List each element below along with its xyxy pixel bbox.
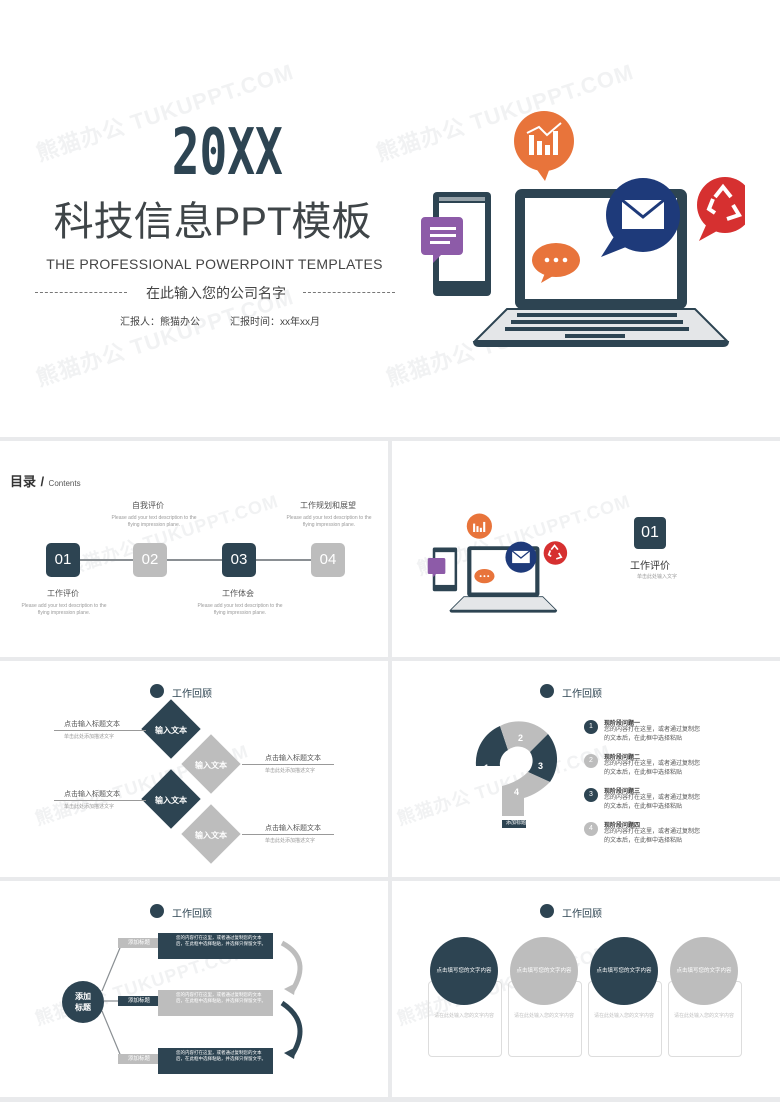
q-line-4b: 的文本后，在此框中选择粘贴 [604,838,683,844]
tech-illustration [421,111,745,347]
circle-1: 点击填写您的文字内容 [430,937,498,1005]
branch-center: 添加 标题 [62,981,104,1023]
q-num-2: 2 [584,754,598,768]
header-dot [150,684,164,698]
q-line-3b: 的文本后，在此框中选择粘贴 [604,804,683,810]
branch-tag-3: 添加标题 [118,1054,160,1064]
branch-box-1: 您的内容打在这里，或者通过复制您的文本后，在此框中选择粘贴，并选择只保留文字。 [158,933,273,959]
item-1-text: 单击此处添加描述文字 [64,734,115,740]
circle-2: 点击填写您的文字内容 [510,937,578,1005]
step-03[interactable]: 03 [222,543,256,577]
q-title-2: 现阶段问题二 [604,755,641,761]
item-1-title: 点击输入标题文本 [64,721,120,728]
branch-box-3: 您的内容打在这里，或者通过复制您的文本后，在此框中选择粘贴，并选择只保留文字。 [158,1048,273,1074]
section-number: 01 [634,517,666,549]
branch-slide[interactable]: 熊猫办公 TUKUPPT.COM 工作回顾 添加 标题 添加标题 您的内容打在这… [0,881,388,1097]
segment-1: 1 [484,763,490,773]
q-line-1b: 的文本后，在此框中选择粘贴 [604,736,683,742]
item-2-line [242,764,334,765]
q-num-1: 1 [584,720,598,734]
item-3-text: 单击此处添加描述文字 [64,804,115,810]
slide-header: 工作回顾 [562,909,602,920]
diamond-1-label: 输入文本 [155,726,187,735]
card-4-body: 请在此处输入您的文字内容 [674,1013,735,1019]
cover-year: 20XX [171,116,283,190]
question-mark-graphic [475,721,558,828]
header-dot [150,904,164,918]
q-title-1: 现阶段问题一 [604,721,641,727]
segment-4: 4 [514,787,520,797]
circle-4: 点击填写您的文字内容 [670,937,738,1005]
company-line: 在此输入您的公司名字 [35,283,395,303]
circles-slide[interactable]: 熊猫办公 TUKUPPT.COM 工作回顾 点击填写您的文字内容 点击填写您的文… [392,881,780,1097]
step-03-label: 工作体会 [222,589,254,598]
step-04-label: 工作规划和展望 [300,501,356,510]
diamond-3-label: 输入文本 [155,796,187,805]
step-01-desc: Please add your text description to the … [21,603,107,616]
slide-header: 工作回顾 [562,689,602,700]
cover-title: 科技信息PPT模板 [53,200,372,244]
question-slide[interactable]: 熊猫办公 TUKUPPT.COM 工作回顾 1 2 3 4 添加标题 1 现阶段… [392,661,780,877]
contents-title-en: Contents [48,479,81,488]
diamond-4-label: 输入文本 [195,831,227,840]
branch-box-2: 您的内容打在这里，或者通过复制您的文本后，在此框中选择粘贴，并选择只保留文字。 [158,990,273,1016]
step-02[interactable]: 02 [133,543,167,577]
question-tag: 添加标题 [505,820,526,826]
step-01[interactable]: 01 [46,543,80,577]
timeline-line [62,559,332,561]
step-02-desc: Please add your text description to the … [111,515,197,528]
dash-right [303,292,395,293]
item-4-title: 点击输入标题文本 [265,825,321,832]
diamond-slide[interactable]: 熊猫办公 TUKUPPT.COM 工作回顾 输入文本 输入文本 输入文本 输入文… [0,661,388,877]
q-num-3: 3 [584,788,598,802]
item-4-line [242,834,334,835]
header-dot [540,684,554,698]
step-03-desc: Please add your text description to the … [197,603,283,616]
dash-left [35,292,127,293]
diamond-2-label: 输入文本 [195,761,227,770]
tech-illustration-small [427,513,568,613]
contents-title: 目录 / Contents [10,471,81,491]
step-04-desc: Please add your text description to the … [286,515,372,528]
report-time: 汇报时间：xx年xx月 [230,317,320,328]
cover-subtitle: THE PROFESSIONAL POWERPOINT TEMPLATES [46,256,383,272]
cover-slide[interactable]: 熊猫办公 TUKUPPT.COM 熊猫办公 TUKUPPT.COM 熊猫办公 T… [0,0,780,437]
card-2-body: 请在此处输入您的文字内容 [514,1013,575,1019]
q-title-4: 现阶段问题四 [604,823,641,829]
q-line-2b: 的文本后，在此框中选择粘贴 [604,770,683,776]
segment-3: 3 [538,761,544,771]
header-dot [540,904,554,918]
branch-tag-2: 添加标题 [118,996,160,1006]
slide-header: 工作回顾 [172,909,212,920]
section-desc: 单击此处输入文字 [636,574,677,580]
company-name: 在此输入您的公司名字 [146,285,286,301]
q-title-3: 现阶段问题三 [604,789,641,795]
slide-header: 工作回顾 [172,689,212,700]
step-02-label: 自我评价 [132,501,164,510]
card-3-body: 请在此处输入您的文字内容 [594,1013,655,1019]
item-3-line [54,800,146,801]
q-line-1a: 您的内容打在这里，或者通过复制您 [604,727,701,733]
item-2-text: 单击此处添加描述文字 [265,768,316,774]
section-title: 工作评价 [630,561,670,572]
segment-2: 2 [518,733,524,743]
branch-tag-1: 添加标题 [118,938,160,948]
contents-title-cn: 目录 [10,474,37,489]
item-1-line [54,730,146,731]
q-line-4a: 您的内容打在这里，或者通过复制您 [604,829,701,835]
slash: / [40,474,45,489]
item-3-title: 点击输入标题文本 [64,791,120,798]
circle-3: 点击填写您的文字内容 [590,937,658,1005]
q-line-3a: 您的内容打在这里，或者通过复制您 [604,795,701,801]
card-1-body: 请在此处输入您的文字内容 [434,1013,495,1019]
item-4-text: 单击此处添加描述文字 [265,838,316,844]
step-04[interactable]: 04 [311,543,345,577]
q-line-2a: 您的内容打在这里，或者通过复制您 [604,761,701,767]
step-01-label: 工作评价 [47,589,79,598]
q-num-4: 4 [584,822,598,836]
section-slide[interactable]: 熊猫办公 TUKUPPT.COM 01 工作评价 单击此处输入文字 [392,441,780,657]
item-2-title: 点击输入标题文本 [265,755,321,762]
contents-slide[interactable]: 熊猫办公 TUKUPPT.COM 目录 / Contents 01 02 03 … [0,441,388,657]
reporter: 汇报人：熊猫办公 [120,317,200,328]
